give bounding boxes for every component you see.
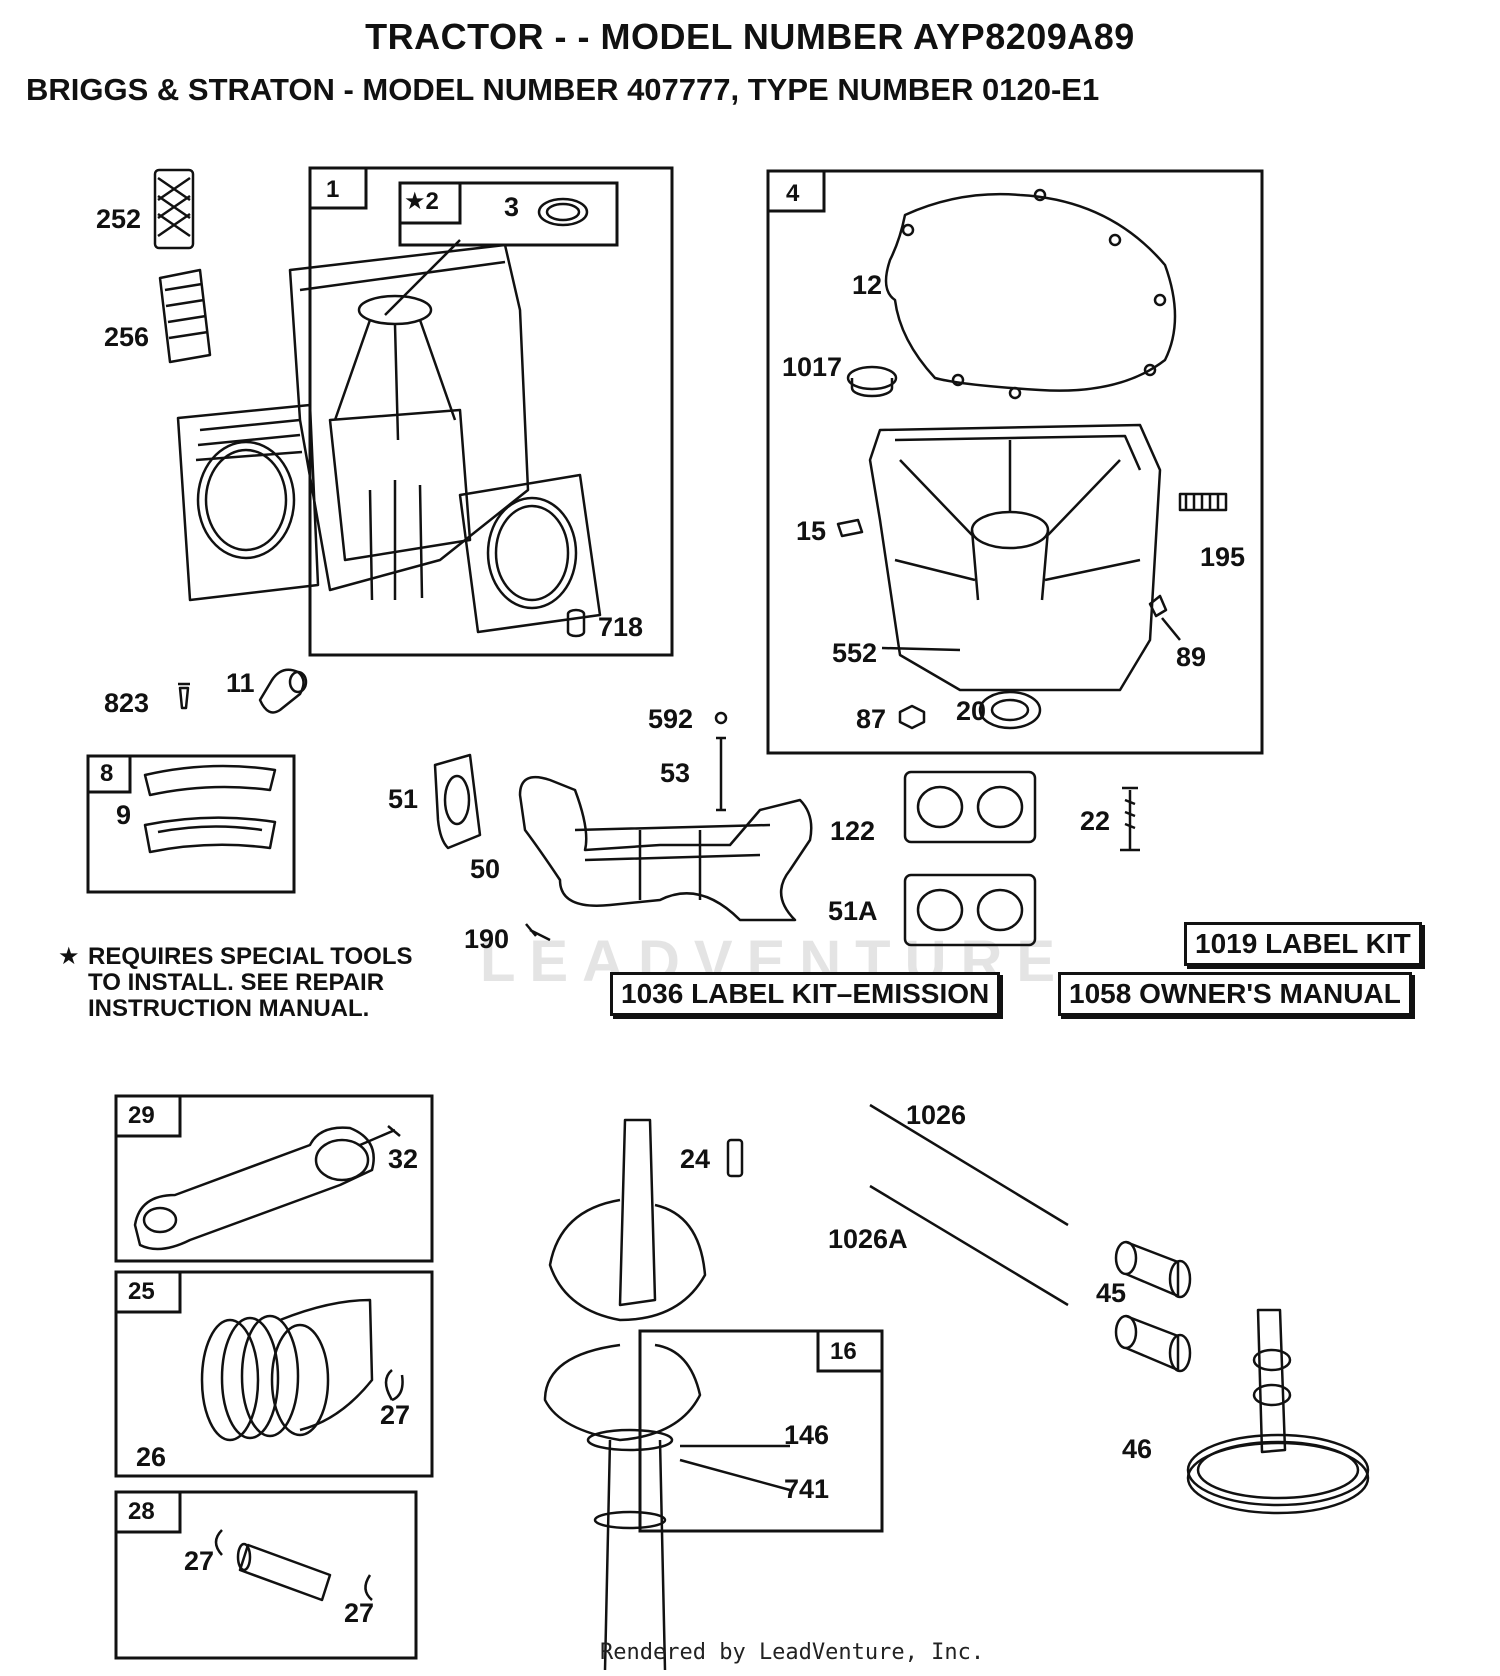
line-552 [881, 646, 961, 652]
box-28-number: 28 [128, 1498, 155, 1525]
box-25 [114, 1270, 434, 1478]
footer-credit: Rendered by LeadVenture, Inc. [600, 1640, 985, 1665]
label-kit-1019: 1019 LABEL KIT [1184, 922, 1422, 966]
label-46: 46 [1122, 1434, 1153, 1464]
label-190: 190 [464, 924, 510, 954]
label-50: 50 [470, 854, 501, 884]
clip-27-part [384, 1369, 404, 1402]
label-256: 256 [104, 322, 150, 352]
label-195: 195 [1200, 542, 1246, 572]
clip-27c-part [364, 1574, 373, 1601]
part-1017 [846, 365, 898, 391]
seal-20-part [978, 690, 1042, 730]
note-line-3: INSTRUCTION MANUAL. [88, 995, 370, 1022]
plug-823-part [178, 682, 190, 710]
box-8 [86, 754, 296, 894]
box-8-number: 8 [100, 760, 114, 787]
label-32: 32 [388, 1144, 419, 1174]
box-29-number: 29 [128, 1102, 155, 1129]
camshaft-part [1186, 1308, 1370, 1515]
label-45: 45 [1096, 1278, 1127, 1308]
piston-part [200, 1298, 374, 1442]
gasket-12-part [884, 192, 1177, 392]
push-rod-1026a-part [869, 1184, 1069, 1307]
label-89: 89 [1176, 642, 1207, 672]
part-87 [898, 704, 926, 730]
elbow-11-part [258, 668, 305, 714]
label-27-a: 27 [380, 1400, 411, 1430]
label-27-b: 27 [184, 1546, 215, 1576]
label-11: 11 [226, 668, 255, 698]
note-line-1: REQUIRES SPECIAL TOOLS [88, 943, 413, 970]
label-53: 53 [660, 758, 691, 788]
crankshaft-part [543, 1118, 707, 1671]
cylinder-block-part [176, 243, 602, 634]
push-rod-1026-part [869, 1103, 1069, 1227]
label-1017: 1017 [782, 352, 843, 382]
star-icon: ★ [58, 943, 80, 970]
nut-592-part [714, 711, 728, 725]
box-28 [114, 1490, 418, 1660]
box-4-number: 4 [786, 180, 800, 207]
label-12: 12 [852, 270, 883, 300]
label-823: 823 [104, 688, 150, 718]
label-741: 741 [784, 1474, 830, 1504]
valves-part [1114, 1240, 1192, 1373]
label-252: 252 [96, 204, 142, 234]
crankcase-cover-part [868, 423, 1162, 692]
label-3: 3 [504, 192, 520, 222]
label-26: 26 [136, 1442, 167, 1472]
label-20: 20 [956, 696, 987, 726]
label-51: 51 [388, 784, 419, 814]
page-title: TRACTOR - - MODEL NUMBER AYP8209A89 [365, 16, 1135, 57]
stud-53-part [716, 736, 726, 812]
box-1-number: 1 [326, 176, 340, 203]
label-22: 22 [1080, 806, 1111, 836]
exhaust-manifold-50-part [518, 775, 813, 922]
box-4 [766, 169, 1264, 755]
clip-27b-part [214, 1529, 223, 1556]
breather-8-part [143, 764, 277, 797]
air-filter-252-part [153, 168, 195, 250]
label-1026a: 1026A [828, 1224, 908, 1254]
label-51a: 51A [828, 896, 878, 926]
gasket-51a-part [903, 873, 1037, 947]
bolt-22-part [1120, 786, 1140, 852]
bolt-190-part [525, 923, 551, 942]
seal-3-part [537, 197, 589, 227]
connecting-rod-part [133, 1126, 375, 1251]
note-line-2: TO INSTALL. SEE REPAIR [88, 969, 385, 996]
page-subtitle: BRIGGS & STRATON - MODEL NUMBER 407777, … [26, 72, 1100, 107]
label-592: 592 [648, 704, 694, 734]
key-24-part [726, 1138, 744, 1178]
label-146: 146 [784, 1420, 830, 1450]
owners-manual-1058: 1058 OWNER'S MANUAL [1058, 972, 1412, 1016]
wrist-pin-part [238, 1543, 332, 1602]
special-tools-note: ★ REQUIRES SPECIAL TOOLS TO INSTALL. SEE… [58, 944, 413, 1022]
label-27-c: 27 [344, 1598, 375, 1628]
part-89 [1148, 594, 1181, 641]
bolt-32-part [359, 1125, 401, 1147]
dowel-718-part [566, 608, 586, 638]
prefilter-256-part [158, 268, 212, 364]
label-9: 9 [116, 800, 132, 830]
label-122: 122 [830, 816, 876, 846]
plug-15-part [836, 518, 864, 538]
box-25-number: 25 [128, 1278, 155, 1305]
box-2-number: ★2 [404, 188, 439, 215]
label-1026: 1026 [906, 1100, 967, 1130]
line-741 [679, 1458, 791, 1492]
label-24: 24 [680, 1144, 711, 1174]
box-29 [114, 1094, 434, 1263]
breather-gasket-9-part [143, 816, 277, 854]
box-16-number: 16 [830, 1338, 857, 1365]
label-552: 552 [832, 638, 878, 668]
gasket-122-part [903, 770, 1037, 844]
label-15: 15 [796, 516, 827, 546]
label-718: 718 [598, 612, 644, 642]
label-kit-emission-1036: 1036 LABEL KIT–EMISSION [610, 972, 1001, 1016]
label-87: 87 [856, 704, 887, 734]
gasket-51-part [433, 753, 482, 850]
